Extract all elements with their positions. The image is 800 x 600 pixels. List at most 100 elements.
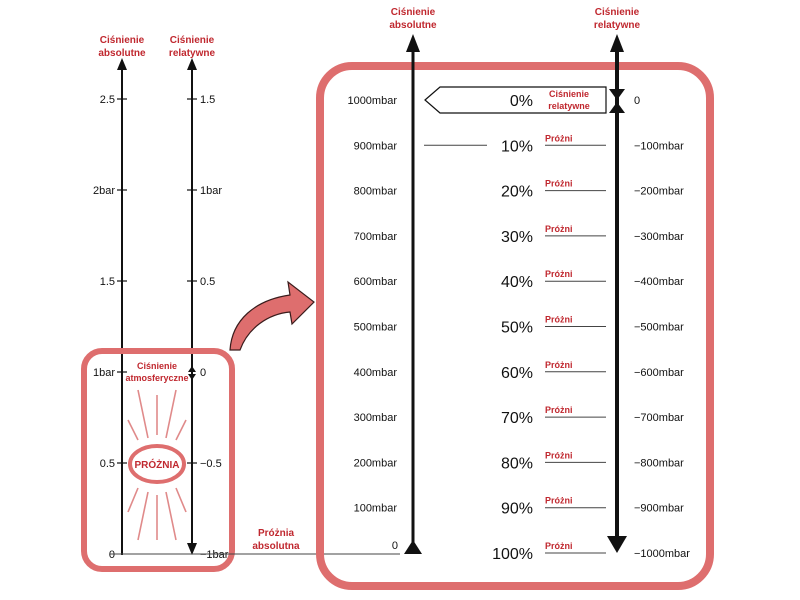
row-vacuum-label: Próżni	[545, 541, 573, 551]
right-abs-arrowhead	[406, 34, 420, 52]
scale-row: 1000mbar 0% 0	[347, 93, 640, 110]
scale-row: 100% Próżni −1000mbar	[492, 541, 690, 563]
right-zoom-box	[316, 62, 714, 590]
right-rows: 1000mbar 0% 0 900mbar 10% Próżni −100mbar 800mb…	[347, 93, 690, 563]
scale-row: 100mbar 90% Próżni −900mbar	[354, 496, 685, 518]
left-abs-tick-label: 2bar	[93, 185, 115, 197]
row-abs-value: 200mbar	[354, 457, 398, 469]
row-rel-value: −700mbar	[634, 412, 684, 424]
left-zoom-box	[81, 348, 235, 572]
row-vacuum-label: Próżni	[545, 405, 573, 415]
row-rel-value: −300mbar	[634, 231, 684, 243]
row-vacuum-label: Próżni	[545, 496, 573, 506]
rel-marker-label-line2: relatywne	[548, 101, 590, 111]
left-rel-tick-label: −1bar	[200, 549, 229, 561]
relative-pressure-pointer	[424, 86, 607, 114]
left-rel-tick-label: 0	[200, 367, 206, 379]
row-vacuum-percent: 20%	[501, 184, 533, 201]
atm-label-line1: Ciśnienie	[137, 361, 177, 371]
row-vacuum-label: Próżni	[545, 224, 573, 234]
left-rel-arrowhead-top	[187, 58, 197, 70]
row-rel-value: −400mbar	[634, 276, 684, 288]
row-vacuum-label: Próżni	[545, 360, 573, 370]
row-vacuum-percent: 40%	[501, 274, 533, 291]
row-rel-value: −200mbar	[634, 186, 684, 198]
row-abs-value: 600mbar	[354, 276, 398, 288]
row-abs-value: 300mbar	[354, 412, 398, 424]
left-rel-tick-label: −0.5	[200, 458, 222, 470]
left-abs-tick-label: 0.5	[100, 458, 115, 470]
row-vacuum-percent: 50%	[501, 320, 533, 337]
row-vacuum-label: Próżni	[545, 450, 573, 460]
right-abs-title-line1: Ciśnienie	[391, 7, 436, 18]
right-panel: Ciśnienie absolutne Ciśnienie relatywne …	[316, 7, 714, 590]
row-abs-value: 800mbar	[354, 186, 398, 198]
row-rel-value: −100mbar	[634, 140, 684, 152]
row-vacuum-label: Próżni	[545, 269, 573, 279]
left-abs-tick-label: 0	[109, 549, 115, 561]
scale-row: 300mbar 70% Próżni −700mbar	[354, 405, 685, 427]
row-abs-value: 100mbar	[354, 503, 398, 515]
scale-row: 600mbar 40% Próżni −400mbar	[354, 269, 685, 291]
right-rel-arrowhead-top	[610, 34, 624, 52]
row-rel-value: −600mbar	[634, 367, 684, 379]
left-abs-title-line1: Ciśnienie	[100, 35, 145, 46]
row-rel-value: −500mbar	[634, 322, 684, 334]
atm-label-line2: atmosferyczne	[125, 373, 188, 383]
left-abs-tick-label: 1bar	[93, 367, 115, 379]
scale-row: 400mbar 60% Próżni −600mbar	[354, 360, 685, 382]
row-vacuum-percent: 60%	[501, 365, 533, 382]
row-rel-value: 0	[634, 95, 640, 107]
left-rel-tick-label: 1bar	[200, 185, 222, 197]
zoom-arrow	[229, 280, 315, 351]
row-abs-value: 500mbar	[354, 322, 398, 334]
row-abs-value: 1000mbar	[347, 95, 397, 107]
row-vacuum-label: Próżni	[545, 179, 573, 189]
left-rel-tick-label: 1.5	[200, 94, 215, 106]
row-vacuum-percent: 30%	[501, 229, 533, 246]
scale-row: 900mbar 10% Próżni −100mbar	[354, 133, 685, 155]
left-rel-arrowhead-bottom	[187, 543, 197, 555]
right-rel-title-line1: Ciśnienie	[595, 7, 640, 18]
abs-vacuum-label-line1: Próżnia	[258, 528, 295, 539]
left-abs-tick-label: 1.5	[100, 276, 115, 288]
right-rel-zero-marker-bottom	[609, 102, 625, 113]
right-rel-arrowhead-bottom	[607, 536, 627, 553]
left-rel-title-line2: relatywne	[169, 48, 216, 59]
row-abs-value: 700mbar	[354, 231, 398, 243]
row-vacuum-label: Próżni	[545, 315, 573, 325]
scale-row: 500mbar 50% Próżni −500mbar	[354, 315, 685, 337]
left-abs-title-line2: absolutne	[98, 48, 146, 59]
left-rel-title-line1: Ciśnienie	[170, 35, 215, 46]
row-vacuum-label: Próżni	[545, 133, 573, 143]
right-abs-zero: 0	[392, 540, 398, 552]
right-rel-zero-marker-top	[609, 89, 625, 100]
row-vacuum-percent: 10%	[501, 138, 533, 155]
left-rel-ticks: 1.5 1bar 0.5 0 −0.5 −1bar	[187, 94, 229, 561]
left-abs-tick-label: 2.5	[100, 94, 115, 106]
abs-vacuum-label-line2: absolutna	[252, 541, 300, 552]
left-rel-zero-marker	[188, 366, 196, 372]
right-abs-base-marker	[404, 540, 422, 554]
vacuum-label: PRÓŻNIA	[135, 458, 180, 471]
left-abs-ticks: 2.5 2bar 1.5 1bar 0.5 0	[93, 94, 127, 561]
left-rel-tick-label: 0.5	[200, 276, 215, 288]
scale-row: 700mbar 30% Próżni −300mbar	[354, 224, 685, 246]
left-panel: Ciśnienie absolutne Ciśnienie relatywne …	[81, 35, 400, 572]
row-vacuum-percent: 0%	[510, 93, 533, 110]
vacuum-rays	[127, 389, 187, 541]
row-rel-value: −1000mbar	[634, 548, 690, 560]
row-abs-value: 900mbar	[354, 140, 398, 152]
row-abs-value: 400mbar	[354, 367, 398, 379]
scale-row: 800mbar 20% Próżni −200mbar	[354, 179, 685, 201]
row-rel-value: −900mbar	[634, 503, 684, 515]
row-vacuum-percent: 100%	[492, 546, 533, 563]
row-vacuum-percent: 90%	[501, 501, 533, 518]
row-rel-value: −800mbar	[634, 457, 684, 469]
left-rel-zero-marker-b	[188, 374, 196, 380]
left-abs-arrowhead	[117, 58, 127, 70]
right-abs-title-line2: absolutne	[389, 20, 437, 31]
row-vacuum-percent: 70%	[501, 410, 533, 427]
